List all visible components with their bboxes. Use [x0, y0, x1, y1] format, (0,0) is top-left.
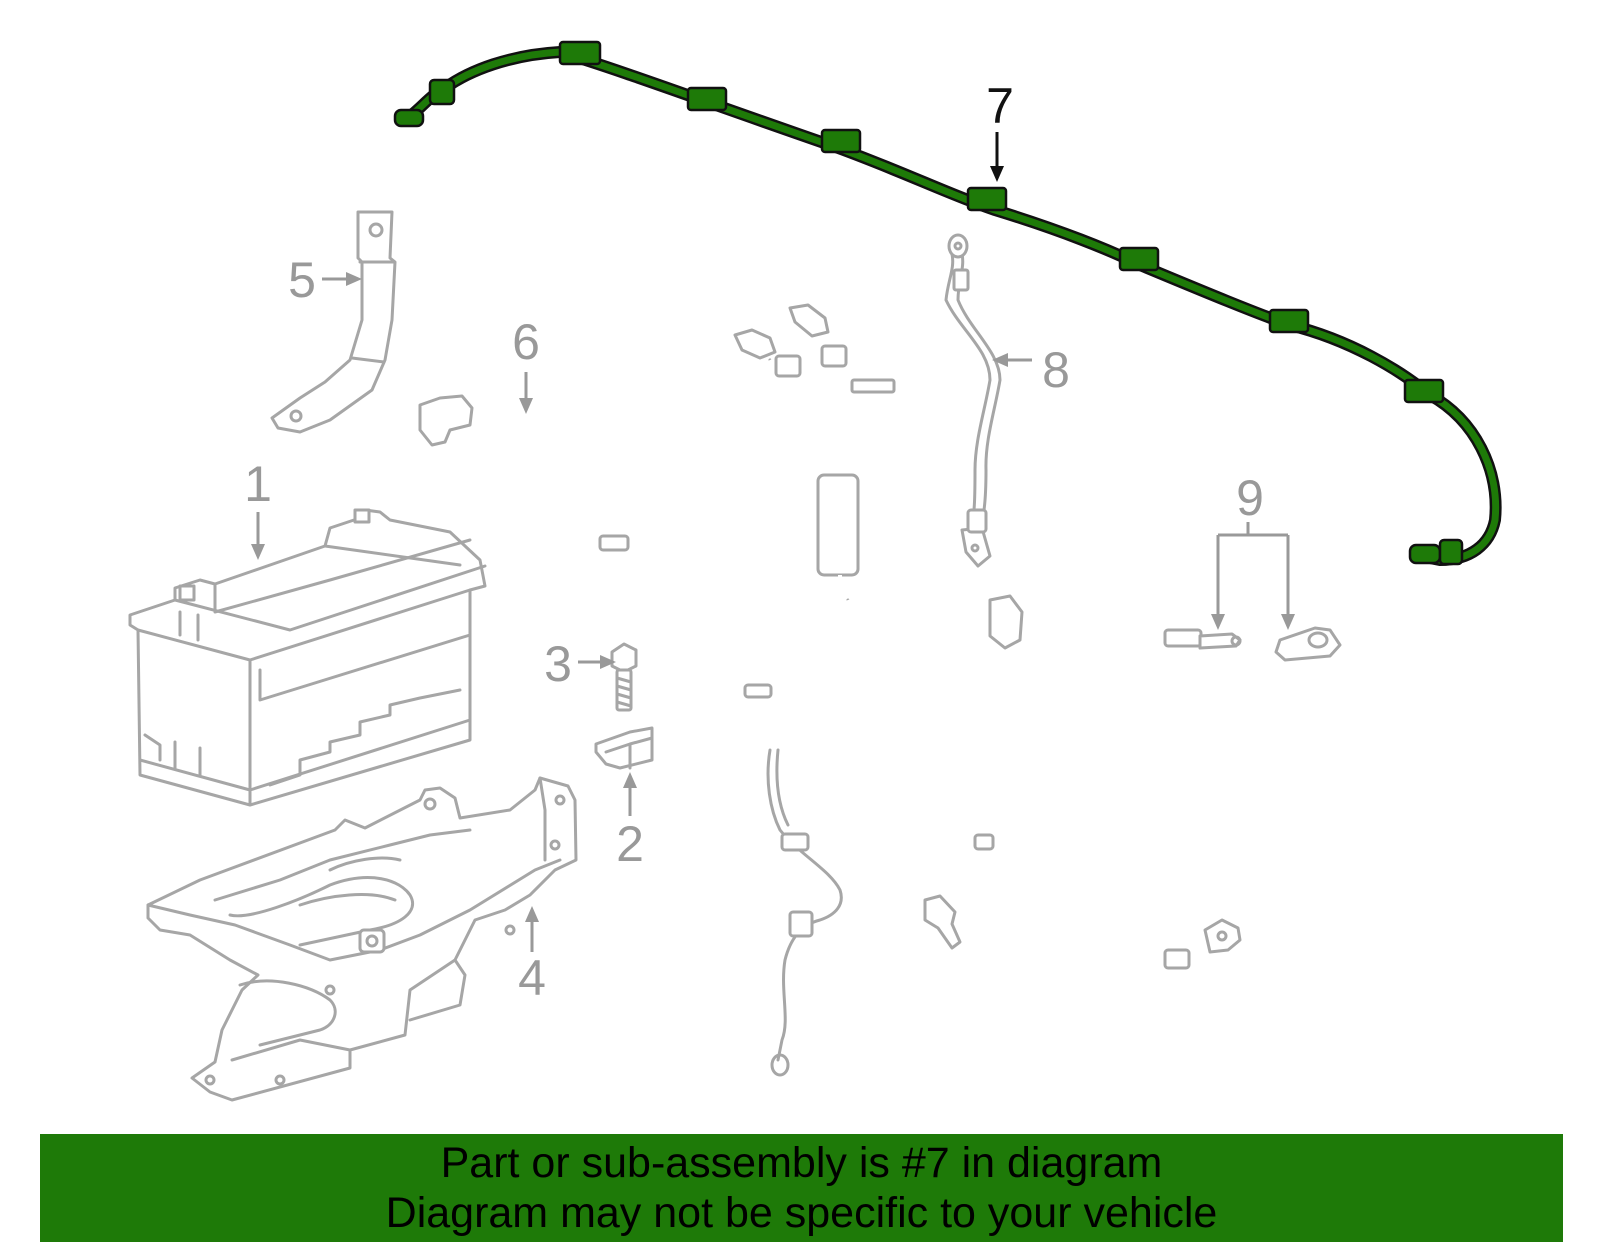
part-7-cable-harness[interactable]	[393, 40, 1502, 566]
part-5-ground-strap[interactable]	[270, 210, 397, 434]
callout-1: 1	[244, 456, 272, 512]
callout-9: 9	[1236, 470, 1264, 526]
callout-7: 7	[986, 78, 1014, 134]
banner-line-2: Diagram may not be specific to your vehi…	[385, 1189, 1218, 1237]
part-4-battery-tray[interactable]	[146, 776, 578, 1102]
callout-3: 3	[544, 636, 572, 692]
main-wire-harness[interactable]	[733, 303, 1242, 970]
part-6-battery-cable[interactable]	[418, 394, 962, 1077]
callout-5: 5	[288, 252, 316, 308]
callout-6: 6	[512, 314, 540, 370]
info-banner: Part or sub-assembly is #7 in diagram Di…	[40, 1134, 1563, 1242]
part-8-ground-strap[interactable]	[944, 233, 1002, 568]
part-2-bracket[interactable]	[594, 726, 654, 770]
part-9-terminals[interactable]	[1198, 626, 1342, 662]
part-1-battery[interactable]	[128, 508, 487, 807]
callout-2: 2	[616, 816, 644, 872]
callout-8: 8	[1042, 342, 1070, 398]
callout-arrows	[251, 132, 1295, 952]
part-3-bolt[interactable]	[610, 642, 638, 712]
callout-4: 4	[518, 950, 546, 1006]
banner-line-1: Part or sub-assembly is #7 in diagram	[440, 1139, 1163, 1187]
